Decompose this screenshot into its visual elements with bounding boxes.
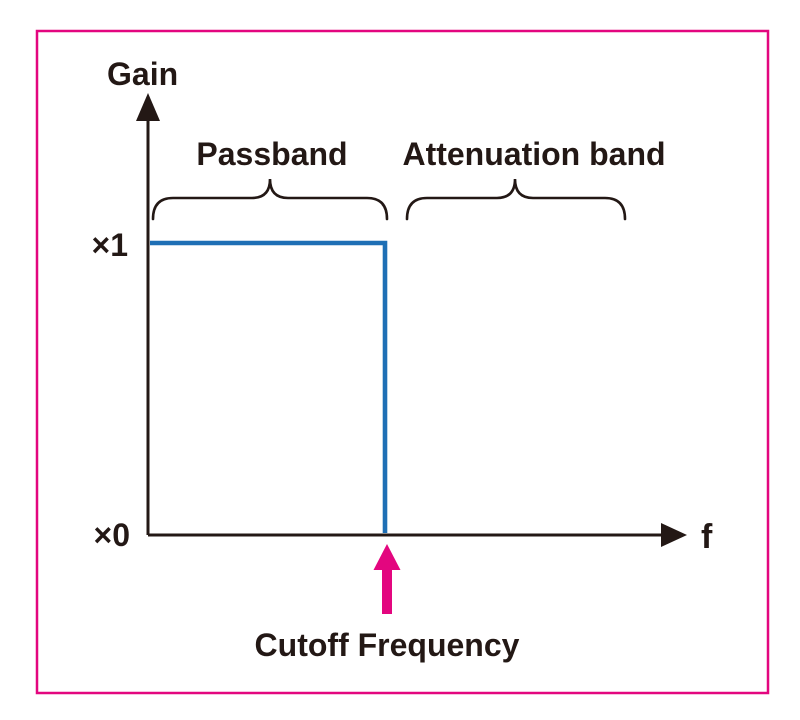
cutoff-arrow-icon xyxy=(373,544,401,614)
cutoff-frequency-label: Cutoff Frequency xyxy=(255,627,520,663)
y-axis-label: Gain xyxy=(107,56,178,92)
x-axis-label: f xyxy=(701,518,713,556)
figure-border xyxy=(35,29,770,695)
gain-zero-tick-label: ×0 xyxy=(94,517,130,553)
y-axis xyxy=(136,93,160,535)
x-axis-arrowhead-icon xyxy=(661,523,687,547)
passband-label: Passband xyxy=(196,136,347,172)
y-axis-arrowhead-icon xyxy=(136,93,160,121)
x-axis xyxy=(148,523,687,547)
passband-brace xyxy=(151,178,389,221)
attenuation-brace xyxy=(405,178,627,221)
attenuation-band-label: Attenuation band xyxy=(402,136,665,172)
filter-response-line xyxy=(150,240,388,533)
gain-one-tick-label: ×1 xyxy=(92,227,128,263)
